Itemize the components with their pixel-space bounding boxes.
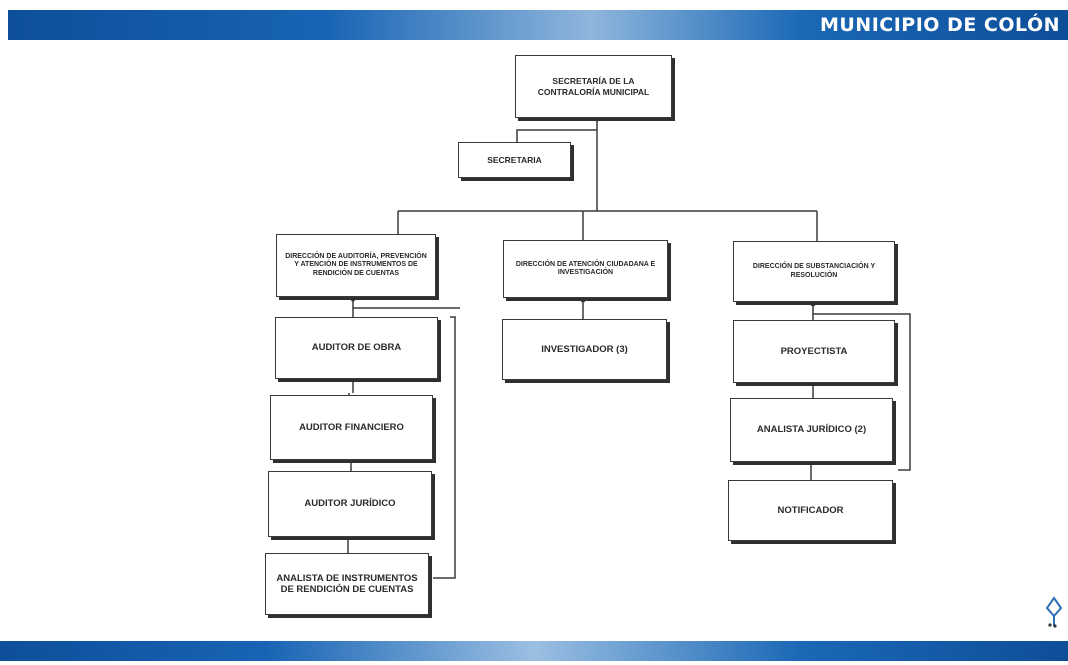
org-node-secretaria-contraloria: SECRETARÍA DE LA CONTRALORÍA MUNICIPAL	[515, 55, 672, 118]
header-band	[8, 10, 1068, 40]
page-title: MUNICIPIO DE COLÓN	[819, 14, 1060, 36]
municipio-logo-icon	[1045, 596, 1063, 628]
org-node-notificador: NOTIFICADOR	[728, 480, 893, 541]
org-node-proyectista: PROYECTISTA	[733, 320, 895, 383]
org-node-auditor-obra: AUDITOR DE OBRA	[275, 317, 438, 379]
org-node-investigador: INVESTIGADOR (3)	[502, 319, 667, 380]
org-node-secretaria: SECRETARIA	[458, 142, 571, 178]
footer-band	[0, 641, 1068, 661]
org-node-auditor-financiero: AUDITOR FINANCIERO	[270, 395, 433, 460]
org-node-direccion-atencion-ciudadana: DIRECCIÓN DE ATENCIÓN CIUDADANA E INVEST…	[503, 240, 668, 298]
org-node-analista-instrumentos: ANALISTA DE INSTRUMENTOS DE RENDICIÓN DE…	[265, 553, 429, 615]
org-node-direccion-substanciacion: DIRECCIÓN DE SUBSTANCIACIÓN Y RESOLUCIÓN	[733, 241, 895, 302]
org-node-analista-juridico: ANALISTA JURÍDICO (2)	[730, 398, 893, 462]
org-node-auditor-juridico: AUDITOR JURÍDICO	[268, 471, 432, 537]
org-node-direccion-auditoria: DIRECCIÓN DE AUDITORÍA, PREVENCIÓN Y ATE…	[276, 234, 436, 297]
